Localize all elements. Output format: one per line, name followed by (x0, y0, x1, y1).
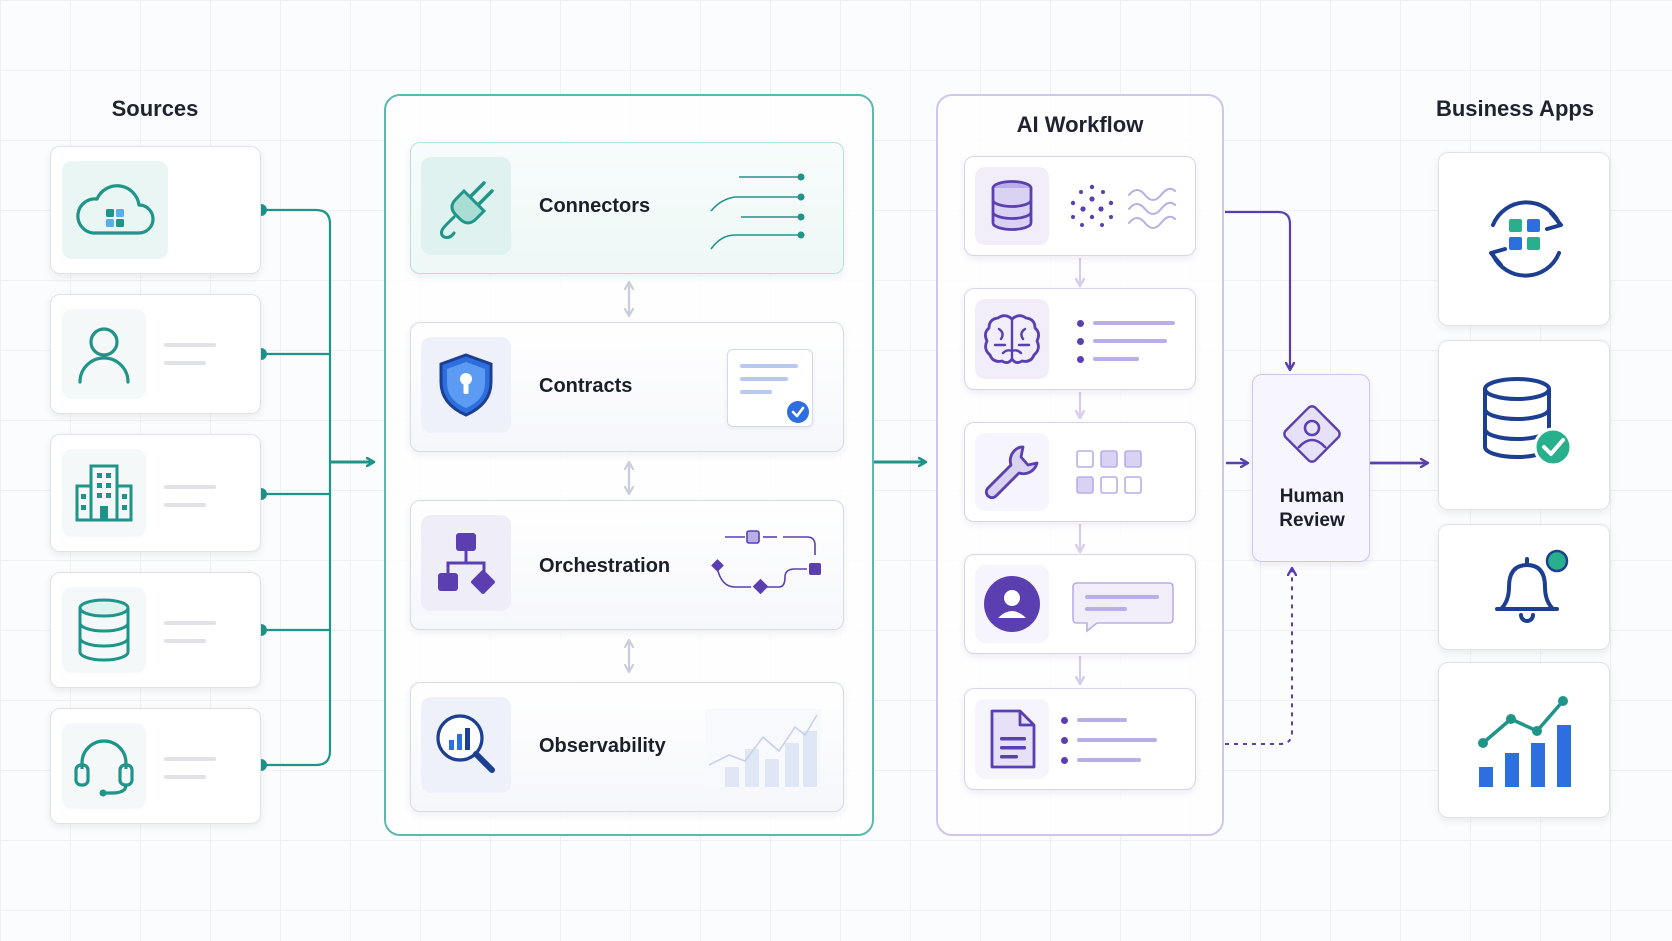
placeholder-line (164, 485, 216, 489)
placeholder-line (164, 343, 216, 347)
magnifier-chart-icon (421, 697, 511, 793)
workflow-step-output[interactable] (964, 688, 1196, 790)
bar-chart-icon (1478, 696, 1571, 787)
layer-label-observability: Observability (539, 735, 666, 757)
placeholder-line (164, 757, 216, 761)
app-card-database[interactable] (1438, 340, 1610, 510)
dot-cluster-icon (1070, 184, 1114, 227)
human-review-label-line1: Human (1279, 486, 1345, 507)
shield-lock-icon (421, 337, 511, 433)
layer-card-orchestration[interactable]: Orchestration (410, 500, 844, 630)
ai-workflow-title: AI Workflow (1016, 112, 1144, 137)
source-card-user[interactable] (50, 294, 261, 414)
bell-icon (1495, 549, 1569, 623)
database-icon (62, 587, 146, 673)
placeholder-line (164, 639, 206, 643)
placeholder-line (164, 775, 206, 779)
app-card-sync[interactable] (1438, 152, 1610, 326)
brain-icon (975, 299, 1049, 379)
business-apps-title: Business Apps (1435, 96, 1595, 121)
workflow-step-tools[interactable] (964, 422, 1196, 522)
wave-icon (1128, 187, 1176, 229)
headset-icon (62, 723, 146, 809)
workflow-step-data[interactable] (964, 156, 1196, 256)
database-icon (975, 167, 1049, 245)
source-card-cloud[interactable] (50, 146, 261, 274)
document-icon (975, 699, 1049, 779)
cloud-apps-icon (62, 161, 168, 259)
plug-icon (421, 157, 511, 255)
placeholder-line (164, 503, 206, 507)
user-diamond-icon (1283, 405, 1341, 463)
human-review-box[interactable]: Human Review (1252, 374, 1370, 562)
user-chat-icon (975, 565, 1049, 643)
placeholder-line (164, 361, 206, 365)
workflow-to-review-top (1225, 210, 1290, 370)
sources-bus (261, 208, 374, 767)
workflow-step-model[interactable] (964, 288, 1196, 390)
chat-bubble-icon (1072, 582, 1174, 633)
workflow-graph-icon (711, 530, 821, 595)
source-card-organization[interactable] (50, 434, 261, 552)
source-card-support[interactable] (50, 708, 261, 824)
app-card-analytics[interactable] (1438, 662, 1610, 818)
building-icon (62, 449, 146, 537)
layer-card-connectors[interactable]: Connectors (410, 142, 844, 274)
contract-document-icon (727, 349, 813, 427)
flow-hierarchy-icon (421, 515, 511, 611)
review-feedback-dashed (1225, 568, 1292, 745)
layer-card-observability[interactable]: Observability (410, 682, 844, 812)
layer-label-contracts: Contracts (539, 375, 633, 397)
component-grid-icon (1076, 450, 1142, 494)
sync-apps-icon (1489, 200, 1563, 278)
workflow-step-agent[interactable] (964, 554, 1196, 654)
human-review-label-line2: Review (1279, 510, 1345, 531)
source-card-database[interactable] (50, 572, 261, 688)
placeholder-line (164, 621, 216, 625)
app-card-notifications[interactable] (1438, 524, 1610, 650)
layer-label-connectors: Connectors (539, 195, 651, 217)
database-check-icon (1483, 377, 1573, 467)
trend-chart-icon (705, 709, 821, 787)
layer-label-orchestration: Orchestration (539, 555, 671, 577)
user-icon (62, 309, 146, 399)
sources-title: Sources (111, 96, 199, 121)
wrench-icon (975, 433, 1049, 511)
layer-card-contracts[interactable]: Contracts (410, 322, 844, 452)
check-badge-icon (787, 401, 809, 423)
connector-lines-icon (710, 173, 805, 250)
